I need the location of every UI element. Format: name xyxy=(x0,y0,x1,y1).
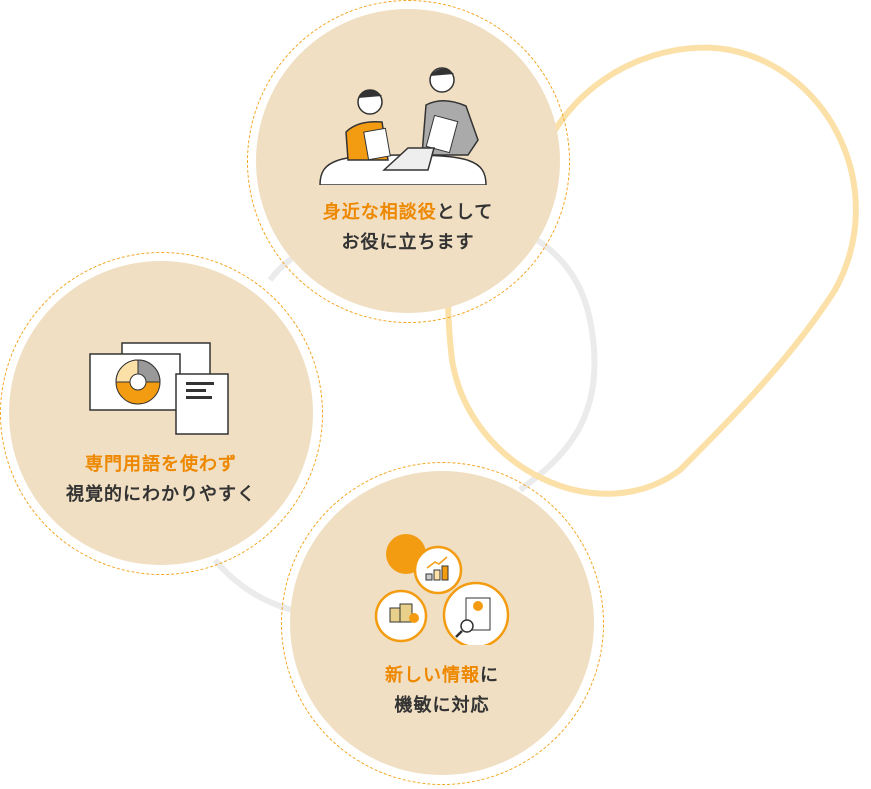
text: に xyxy=(480,665,499,686)
feature-circle-information xyxy=(290,471,594,775)
feature-text-visual: 専門用語を使わず 視覚的にわかりやすく xyxy=(9,450,313,510)
text-line2: お役に立ちます xyxy=(341,232,475,253)
dashed-ring xyxy=(281,462,604,785)
text-line2: 視覚的にわかりやすく xyxy=(66,484,256,505)
charts-documents-illustration xyxy=(89,342,229,435)
text-line2: 機敏に対応 xyxy=(394,695,490,716)
feature-text-consultation: 身近な相談役として お役に立ちます xyxy=(256,198,560,258)
dashed-ring xyxy=(247,0,570,323)
text: として xyxy=(436,202,494,223)
feature-circle-visual xyxy=(9,261,313,565)
highlight-text: 身近な相談役 xyxy=(322,202,437,223)
finance-information-icons xyxy=(374,534,510,645)
yellow-loop xyxy=(444,44,859,497)
feature-text-information: 新しい情報に 機敏に対応 xyxy=(290,661,594,721)
business-consultation-illustration xyxy=(319,67,487,185)
highlight-text: 新しい情報 xyxy=(385,665,480,686)
dashed-ring xyxy=(0,252,323,575)
highlight-text: 専門用語を使わず xyxy=(85,454,237,475)
